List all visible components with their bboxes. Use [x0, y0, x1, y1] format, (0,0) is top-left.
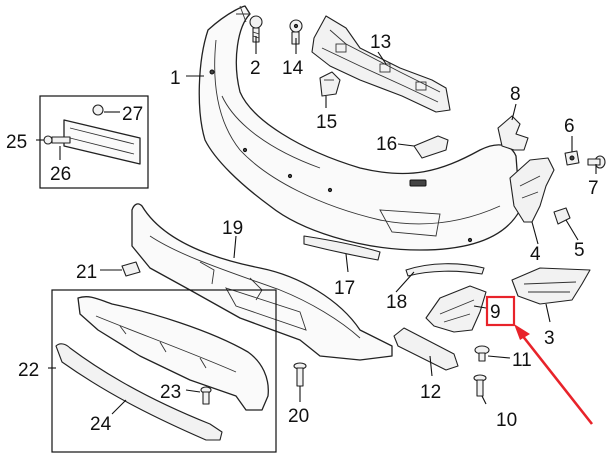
- clip-part-6[interactable]: [564, 150, 580, 166]
- callout-13: 13: [370, 32, 391, 53]
- side-bracket-part-4[interactable]: [509, 157, 555, 223]
- callout-18: 18: [386, 292, 407, 313]
- lower-bracket-part-12[interactable]: [393, 327, 459, 371]
- callout-16: 16: [376, 134, 397, 155]
- callout-2: 2: [250, 58, 261, 79]
- callout-11: 11: [512, 350, 532, 371]
- callout-17: 17: [334, 278, 355, 299]
- callout-15: 15: [316, 112, 337, 133]
- trim-strip-part-18[interactable]: [405, 263, 485, 277]
- screw-part-26[interactable]: [43, 135, 71, 145]
- callout-5: 5: [574, 240, 585, 261]
- callout-22: 22: [18, 360, 39, 381]
- red-arrow-shaft: [516, 329, 594, 425]
- red-arrow-head: [514, 324, 530, 340]
- grille-strip-part-24[interactable]: [55, 343, 223, 441]
- callout-4: 4: [530, 244, 541, 265]
- callout-21: 21: [76, 262, 97, 283]
- highlight-box: [485, 295, 516, 327]
- callout-8: 8: [510, 84, 521, 105]
- callout-12: 12: [420, 382, 441, 403]
- callout-1: 1: [170, 68, 181, 89]
- callout-26: 26: [50, 164, 71, 185]
- under-shield-part-19[interactable]: [131, 203, 393, 361]
- callout-25: 25: [6, 132, 27, 153]
- lower-panel-part-22[interactable]: [77, 296, 269, 411]
- pin-part-23[interactable]: [200, 386, 212, 405]
- group-box-22: [51, 289, 277, 453]
- callout-20: 20: [288, 406, 309, 427]
- clip-part-15[interactable]: [319, 71, 341, 97]
- push-pin-part-7[interactable]: [587, 155, 606, 169]
- callout-9-highlight: [485, 295, 594, 425]
- grille-part-3[interactable]: [511, 267, 591, 305]
- callout-3: 3: [544, 328, 555, 349]
- callout-10: 10: [496, 410, 517, 431]
- license-bracket-part-25[interactable]: [63, 119, 141, 165]
- callout-labels: 1 2 3 4 5 6 7 8 9 10 11 12 13 14 15 16 1…: [6, 32, 599, 435]
- bumper-cover-part[interactable]: [198, 5, 521, 251]
- bolt-part-20[interactable]: [293, 362, 307, 387]
- callout-14: 14: [282, 58, 304, 79]
- callout-19: 19: [222, 218, 243, 239]
- callout-23: 23: [160, 382, 181, 403]
- bumper-impact-bar-part[interactable]: [311, 15, 451, 113]
- group-box-25: [39, 95, 149, 189]
- leader-lines: [36, 36, 597, 415]
- callout-6: 6: [564, 116, 575, 137]
- bracket-part-8[interactable]: [497, 115, 529, 151]
- callout-27: 27: [122, 104, 143, 125]
- nut-part-27[interactable]: [92, 104, 104, 116]
- push-pin-part-11[interactable]: [474, 345, 490, 362]
- callout-7: 7: [588, 178, 599, 199]
- cover-cap-part-16[interactable]: [413, 135, 449, 159]
- callout-9: 9: [490, 302, 501, 323]
- deflector-part-9[interactable]: [425, 285, 487, 333]
- callout-24: 24: [90, 414, 112, 435]
- bolt-part-10[interactable]: [473, 374, 487, 397]
- lower-trim-part-17[interactable]: [303, 235, 381, 261]
- clip-part-21[interactable]: [121, 261, 141, 277]
